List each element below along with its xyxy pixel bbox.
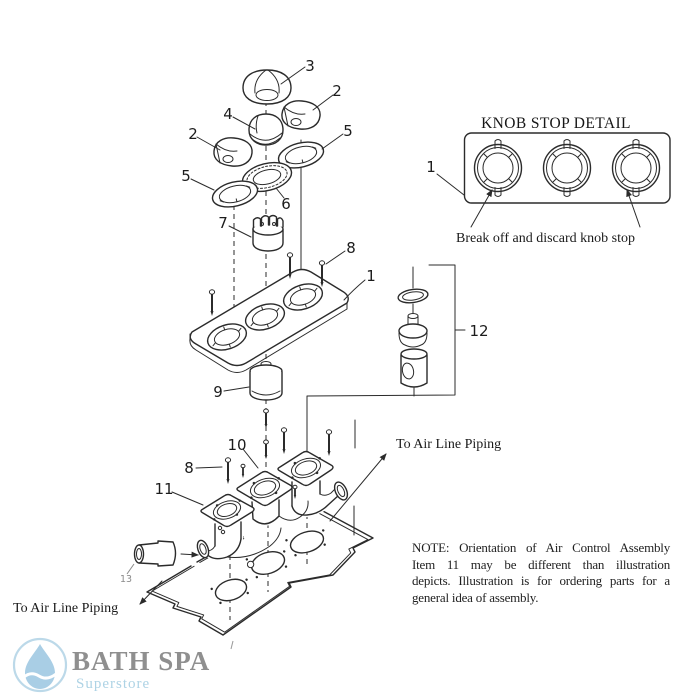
panel-hole-middle (245, 550, 288, 579)
part-label-11: 11 (154, 480, 173, 498)
leader-lines (171, 66, 366, 506)
part-label-5-left: 5 (181, 167, 191, 185)
air-line-label-bottom: To Air Line Piping (13, 601, 118, 616)
orientation-note: NOTE: Orientation of Air Control Assembl… (412, 540, 670, 606)
bracket-12 (306, 264, 466, 453)
detail-knob-ring-2 (542, 138, 592, 198)
trim-ring-5-left (211, 180, 259, 208)
manifold-body (226, 500, 309, 558)
brand-name: BATH SPA (72, 646, 210, 676)
air-control-valve-middle-10 (236, 470, 293, 526)
part-label-4: 4 (223, 105, 233, 123)
detail-knob-ring-1 (473, 138, 523, 198)
note-line: Item 11 may be different than illustrati… (412, 556, 670, 572)
part-label-7: 7 (218, 214, 228, 232)
detail-part-label-1: 1 (426, 158, 436, 176)
valve-body-cylinder (400, 348, 428, 388)
water-drop-icon (25, 644, 55, 689)
part-label-5-right: 5 (343, 122, 353, 140)
note-line: NOTE: Orientation of Air Control Assembl… (412, 540, 670, 555)
mounting-panel (146, 509, 374, 650)
castellated-insert-7 (252, 214, 284, 252)
escutcheon-plate-1 (189, 268, 349, 373)
part-label-6: 6 (281, 195, 291, 213)
note-line: depicts. Illustration is for ordering pa… (412, 573, 670, 588)
part-label-12: 12 (469, 322, 488, 340)
part-label-2-right: 2 (332, 82, 342, 100)
trim-ring-5-right (277, 141, 325, 169)
knob-cap-3 (242, 69, 292, 105)
air-line-callouts: To Air Line Piping To Air Line Piping (13, 437, 501, 616)
part-label-10: 10 (227, 436, 246, 454)
stem-cap (398, 313, 428, 348)
knob-stop-caption: Break off and discard knob stop (456, 231, 635, 246)
knob-2-right (281, 100, 321, 130)
hose-barb-13 (126, 540, 199, 575)
knob-stop-detail-title: KNOB STOP DETAIL (481, 115, 631, 132)
brand-logo: BATH SPA Superstore (12, 637, 210, 693)
part-label-13: 13 (120, 574, 132, 585)
knob-stop-detail-inset: KNOB STOP DETAIL 1 Break off and discard… (426, 115, 671, 246)
part-label-3: 3 (305, 57, 315, 75)
note-line: general idea of assembly. (412, 589, 539, 605)
part-labels: 3 2 4 2 5 5 6 7 8 1 9 10 8 11 12 13 (120, 57, 489, 585)
valve-kit-12 (306, 264, 466, 453)
wave-icon (23, 672, 57, 680)
cartridge-9 (249, 361, 283, 401)
part-label-9: 9 (213, 383, 223, 401)
brand-tagline: Superstore (76, 676, 150, 692)
air-control-valve-right (277, 450, 349, 518)
panel-hole-left (210, 578, 249, 605)
part-label-8-bottom: 8 (184, 459, 194, 477)
detail-knob-ring-3 (611, 138, 661, 198)
panel-hole-right (285, 529, 326, 557)
knob-2-left (213, 137, 253, 167)
air-line-label-top: To Air Line Piping (396, 437, 501, 452)
knob-4 (248, 113, 284, 146)
o-ring (397, 288, 429, 304)
logo-ring (12, 637, 68, 693)
air-control-valve-left-11 (196, 493, 255, 560)
part-label-8-top: 8 (346, 239, 356, 257)
part-label-1: 1 (366, 267, 376, 285)
part-label-2-left: 2 (188, 125, 198, 143)
